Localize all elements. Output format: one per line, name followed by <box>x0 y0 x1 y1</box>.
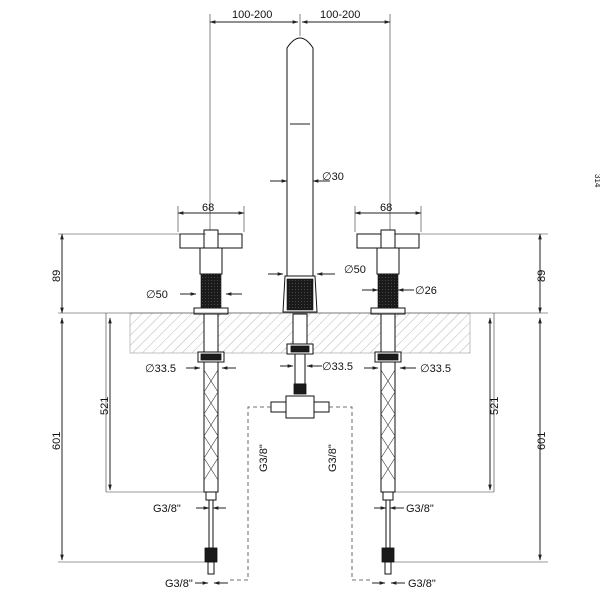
spout-base-knurl <box>286 278 314 311</box>
center-thread-left-label: G3/8" <box>258 444 270 472</box>
spread-right-label: 100-200 <box>320 9 360 21</box>
left-handle-height-label: 89 <box>51 270 63 282</box>
right-hose-thread-label: G3/8" <box>406 503 434 515</box>
center-tee <box>285 395 315 419</box>
spout-base-diameter-label: ∅50 <box>344 264 366 276</box>
spout <box>286 37 314 277</box>
left-hose-thread-label: G3/8" <box>153 503 181 515</box>
spread-left-label: 100-200 <box>232 9 272 21</box>
right-braided-hose <box>380 361 396 575</box>
spout-diameter-label: ∅30 <box>322 171 344 183</box>
right-nut-diameter-label: ∅33.5 <box>420 363 451 375</box>
right-knurl-diameter-label: ∅26 <box>415 285 437 297</box>
right-hose-length-label: 521 <box>489 397 501 415</box>
left-base-diameter-label: ∅50 <box>146 289 168 301</box>
center-nut-diameter-label: ∅33.5 <box>322 361 353 373</box>
right-handle-height-label: 89 <box>536 270 548 282</box>
left-handle-width-label: 68 <box>202 202 214 214</box>
bottom-thread-right-label: G3/8" <box>408 578 436 590</box>
right-total-length-label: 601 <box>536 432 548 450</box>
left-handle-knurl <box>200 273 222 309</box>
left-nut-diameter-label: ∅33.5 <box>145 363 176 375</box>
left-total-length-label: 601 <box>51 432 63 450</box>
right-handle-width-label: 68 <box>380 202 392 214</box>
edge-label: 314 <box>593 174 600 188</box>
left-hose-length-label: 521 <box>99 397 111 415</box>
bottom-thread-left-label: G3/8" <box>165 578 193 590</box>
right-handle-knurl <box>377 273 399 309</box>
center-thread-right-label: G3/8" <box>327 444 339 472</box>
left-braided-hose <box>203 361 219 575</box>
